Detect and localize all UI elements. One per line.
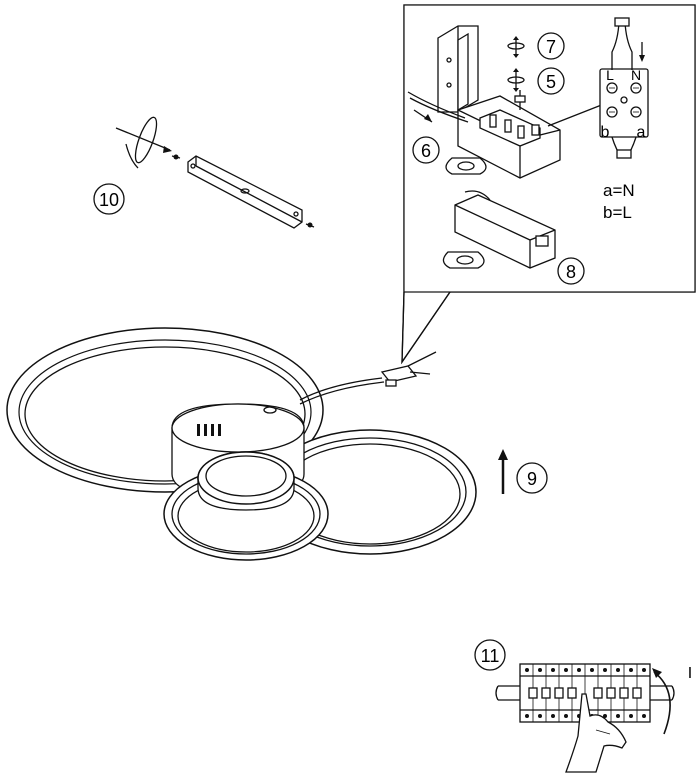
breaker-panel: I xyxy=(495,663,692,773)
junction-box-open xyxy=(407,90,561,179)
step-6-label: 6 xyxy=(421,141,431,161)
step-11-label: 11 xyxy=(481,646,500,666)
legend-line-b: b=L xyxy=(603,203,632,222)
step-9-marker: 9 xyxy=(516,462,548,494)
junction-box-closed xyxy=(442,190,556,269)
wiring-legend: a=N b=L xyxy=(603,181,635,222)
hand-icon xyxy=(565,693,627,773)
drill-wallplug xyxy=(115,116,172,169)
terminal-block-detail: L N b a xyxy=(547,17,649,159)
step-10-marker: 10 xyxy=(93,183,125,215)
step-8-label: 8 xyxy=(566,262,576,282)
step-5-marker: 5 xyxy=(537,67,565,95)
terminal-label-l: L xyxy=(606,67,614,83)
step-11-marker: 11 xyxy=(474,639,506,671)
screw-icon-5 xyxy=(507,68,525,92)
ceiling-lamp xyxy=(6,327,477,561)
mounting-bar xyxy=(187,155,303,229)
screw-icon-small xyxy=(171,154,315,228)
breaker-state-label: I xyxy=(688,665,692,682)
screw-icon-7 xyxy=(507,36,525,58)
step-5-label: 5 xyxy=(546,72,556,92)
step-7-marker: 7 xyxy=(537,32,565,60)
step-6-marker: 6 xyxy=(412,136,440,164)
lift-arrow xyxy=(498,449,508,494)
terminal-label-n: N xyxy=(631,67,641,83)
step-9-label: 9 xyxy=(527,469,537,489)
step-7-label: 7 xyxy=(546,37,556,57)
terminal-label-b: b xyxy=(601,124,610,141)
step-8-marker: 8 xyxy=(557,257,585,285)
terminal-label-a: a xyxy=(637,124,646,141)
step-10-label: 10 xyxy=(99,190,119,210)
legend-line-a: a=N xyxy=(603,181,635,200)
mounting-channel xyxy=(437,25,479,113)
